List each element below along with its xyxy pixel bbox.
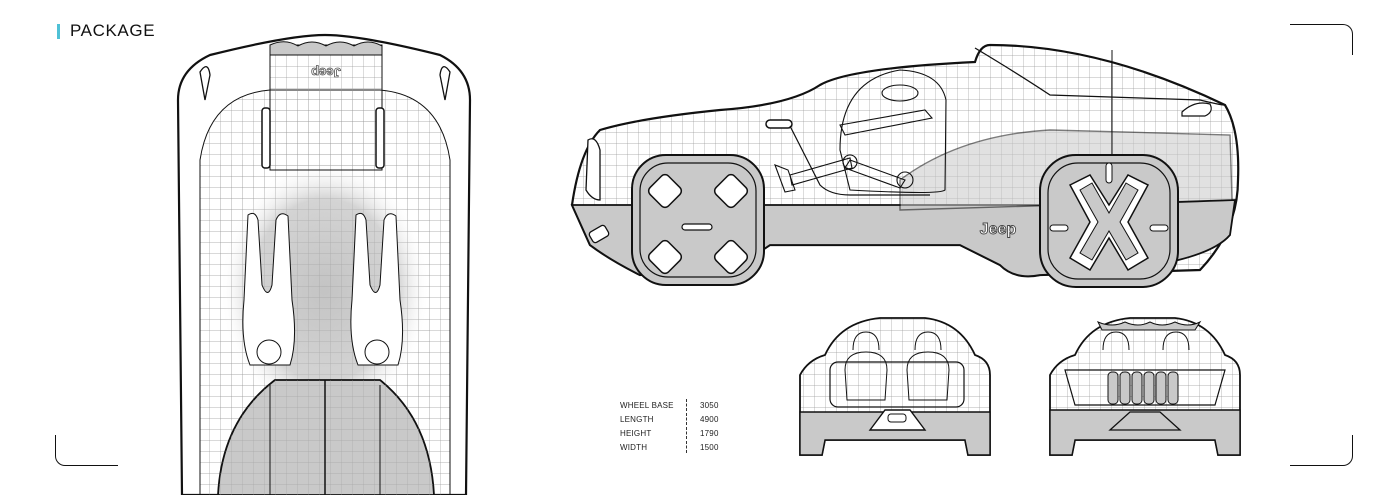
spec-value: 1500 [700,442,719,452]
spec-row: LENGTH 4900 [620,412,730,426]
spec-label: LENGTH [620,414,654,424]
spec-label: WIDTH [620,442,648,452]
left-vent [261,107,271,169]
spec-separator [686,427,688,439]
occupant-right [350,212,404,366]
spec-separator [686,441,688,453]
side-logo: Jeep [980,221,1017,238]
spec-value: 3050 [700,400,719,410]
hood-panel [269,44,383,171]
top-view: Jeep [176,33,472,495]
spec-label: WHEEL BASE [620,400,674,410]
frame-corner-top-right [1290,24,1353,55]
spec-value: 4900 [700,414,719,424]
frame-corner-bottom-right [1290,435,1353,466]
frame-corner-bottom-left [55,435,118,466]
section-header: PACKAGE [57,21,155,41]
occupant-left [242,212,296,366]
spec-separator [686,399,688,411]
accent-bar [57,23,60,39]
spec-table: WHEEL BASE 3050 LENGTH 4900 HEIGHT 1790 … [620,398,730,454]
side-view: Jeep [570,43,1240,288]
right-mirror [439,66,451,101]
spec-row: WHEEL BASE 3050 [620,398,730,412]
front-view [1049,317,1241,456]
driver-figure [774,69,947,194]
tail-light [1181,102,1212,117]
door-handle [765,119,793,129]
spec-row: HEIGHT 1790 [620,426,730,440]
door-line [789,125,930,196]
hood-vent [269,41,383,56]
spec-value: 1790 [700,428,719,438]
left-mirror [199,66,211,101]
rear-view [799,317,991,456]
spec-label: HEIGHT [620,428,652,438]
front-wheel [631,154,765,286]
right-vent [375,107,385,169]
hood-logo: Jeep [311,65,341,80]
spec-separator [686,413,688,425]
front-light [585,138,601,201]
spec-row: WIDTH 1500 [620,440,730,454]
page-title: PACKAGE [70,21,156,40]
front-tow-hook [588,224,610,244]
rear-glass [974,47,1226,106]
rear-wheel [1039,154,1179,288]
